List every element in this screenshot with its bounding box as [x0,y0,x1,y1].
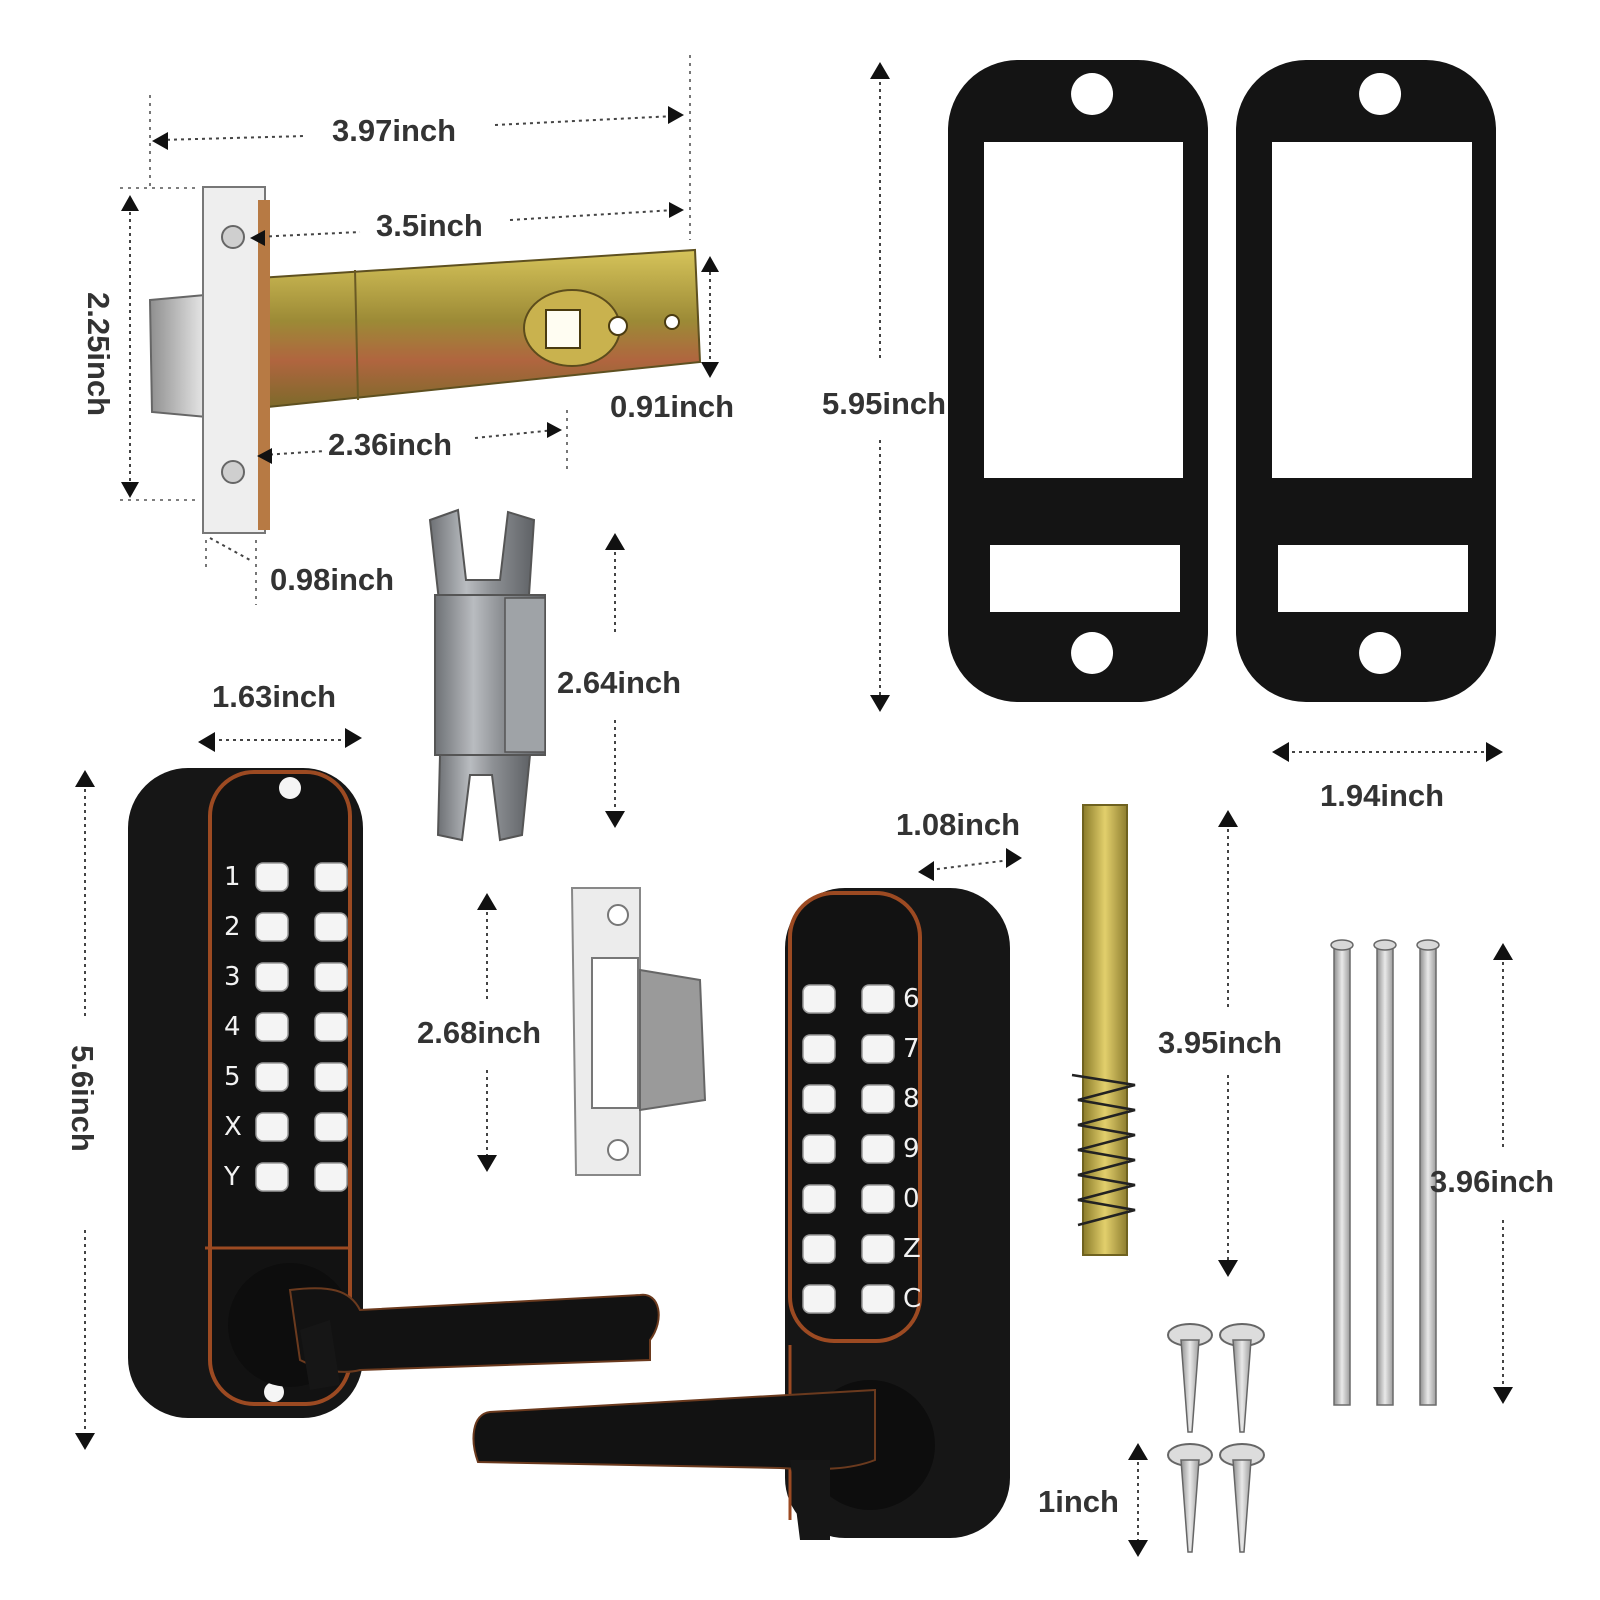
front-key-label: 5 [224,1062,241,1092]
dim-latch-faceplate-height: 2.25inch [81,292,116,416]
gasket-left [948,60,1208,702]
bolts [1330,939,1440,1406]
keypad-button[interactable] [861,984,895,1014]
front-key-label: 2 [224,912,241,942]
keypad-button[interactable] [255,962,289,992]
latch-assembly [148,186,702,534]
keypad-button[interactable] [861,1034,895,1064]
dimension-lines [75,55,1513,1557]
dim-latch-total-length: 3.97inch [332,113,456,148]
keypad-button[interactable] [802,1084,836,1114]
rear-key-label: 9 [903,1134,920,1164]
rear-key-label: 6 [903,984,920,1014]
keypad-button[interactable] [861,1134,895,1164]
rear-key-label: Z [903,1234,921,1264]
dim-strike-plate-height: 2.68inch [417,1015,541,1050]
keypad-button[interactable] [802,1034,836,1064]
dim-gasket-height: 5.95inch [822,386,946,421]
dim-screw-length: 1inch [1038,1484,1119,1519]
rear-key-label: 7 [903,1034,920,1064]
keypad-button[interactable] [314,1112,348,1142]
keypad-button[interactable] [255,1112,289,1142]
screws [1167,1323,1265,1553]
keypad-button[interactable] [861,1284,895,1314]
front-key-label: 4 [224,1012,241,1042]
keypad-button[interactable] [861,1184,895,1214]
dim-latch-backset: 3.5inch [376,208,483,243]
strike-plate [570,887,707,1176]
keypad-button[interactable] [314,1062,348,1092]
keypad-button[interactable] [255,1162,289,1192]
rear-key-label: C [903,1284,921,1314]
keypad-button[interactable] [314,962,348,992]
keypad-button[interactable] [255,912,289,942]
dim-latch-face-width: 0.98inch [270,562,394,597]
dim-spindle-length: 3.95inch [1158,1025,1282,1060]
rear-lock [472,888,1010,1540]
front-key-label: X [224,1112,242,1142]
keypad-button[interactable] [255,862,289,892]
rear-key-label: 0 [903,1184,920,1214]
rear-keypad: 6 7 8 9 0 Z C [802,984,921,1314]
keypad-button[interactable] [255,1062,289,1092]
dim-gasket-width: 1.94inch [1320,778,1444,813]
keypad-button[interactable] [314,1162,348,1192]
rear-key-label: 8 [903,1084,920,1114]
front-key-label: Y [223,1162,240,1192]
dim-front-lock-width: 1.63inch [212,679,336,714]
keypad-button[interactable] [802,1134,836,1164]
keypad-button[interactable] [314,1012,348,1042]
front-key-label: 3 [224,962,241,992]
dim-rear-lock-width: 1.08inch [896,807,1020,842]
keypad-button[interactable] [861,1084,895,1114]
spindle [1071,804,1136,1256]
keypad-button[interactable] [314,912,348,942]
keypad-button[interactable] [314,862,348,892]
dim-bolt-length: 3.96inch [1430,1164,1554,1199]
keypad-button[interactable] [802,1284,836,1314]
keypad-button[interactable] [802,1234,836,1264]
dim-latch-tube-length: 2.36inch [328,427,452,462]
gasket-right [1236,60,1496,702]
front-key-label: 1 [224,862,241,892]
strike-box [428,508,546,842]
front-keypad: 1 2 3 4 5 X Y [223,862,348,1192]
dim-strike-box-height: 2.64inch [557,665,681,700]
dim-latch-body-height: 0.91inch [610,389,734,424]
keypad-button[interactable] [802,984,836,1014]
keypad-button[interactable] [861,1234,895,1264]
keypad-button[interactable] [255,1012,289,1042]
dim-front-lock-height: 5.6inch [65,1045,100,1152]
keypad-button[interactable] [802,1184,836,1214]
